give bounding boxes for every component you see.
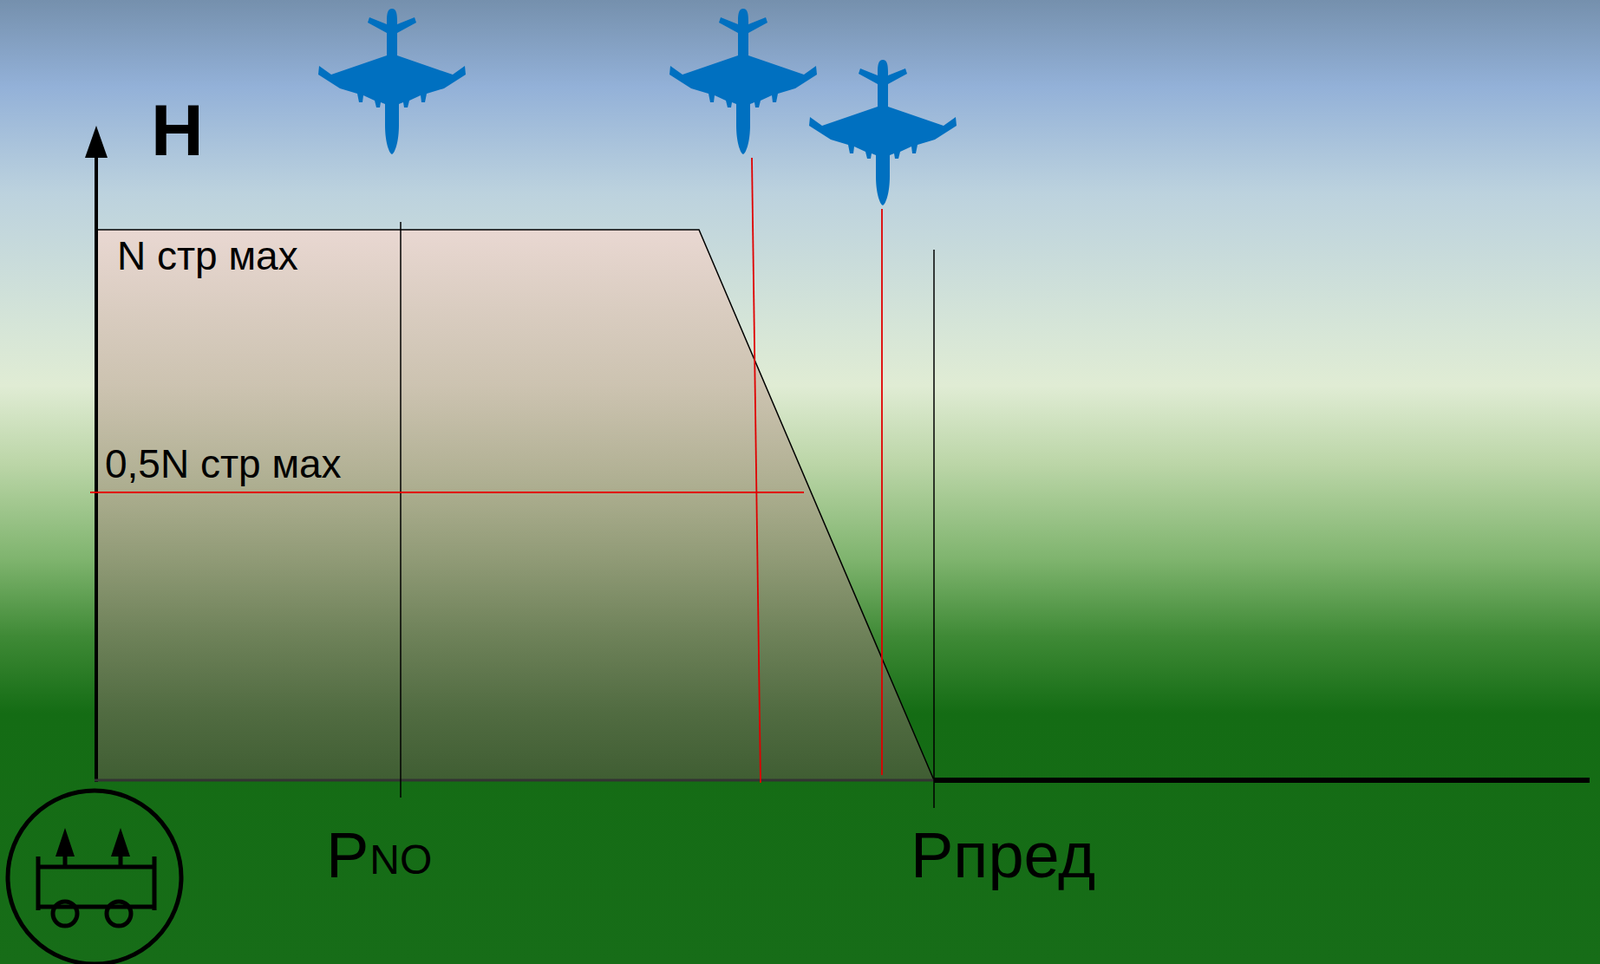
h-axis bbox=[94, 151, 98, 783]
axis-label: P bbox=[326, 823, 369, 889]
base-line bbox=[94, 779, 934, 783]
plane-drop-line bbox=[881, 208, 883, 776]
aircraft bbox=[318, 8, 466, 155]
level-label: N стр мах bbox=[117, 235, 299, 276]
axis-label: Pпред bbox=[910, 823, 1096, 889]
aircraft bbox=[669, 8, 817, 155]
missile-arrow bbox=[55, 828, 75, 857]
half-height-line bbox=[90, 491, 804, 494]
zone-area bbox=[96, 229, 934, 781]
aircraft bbox=[809, 59, 957, 206]
launcher-icon bbox=[7, 790, 182, 964]
missile-arrow bbox=[111, 828, 131, 857]
plane-drop-line bbox=[751, 157, 761, 784]
pno-line bbox=[399, 222, 402, 798]
axis-title: H bbox=[150, 93, 204, 167]
pred-line bbox=[933, 249, 935, 809]
level-label: 0,5N стр мах bbox=[104, 444, 342, 484]
axis-arrow bbox=[84, 125, 108, 158]
axis-subscript: NO bbox=[369, 839, 432, 882]
p-axis bbox=[933, 777, 1590, 784]
